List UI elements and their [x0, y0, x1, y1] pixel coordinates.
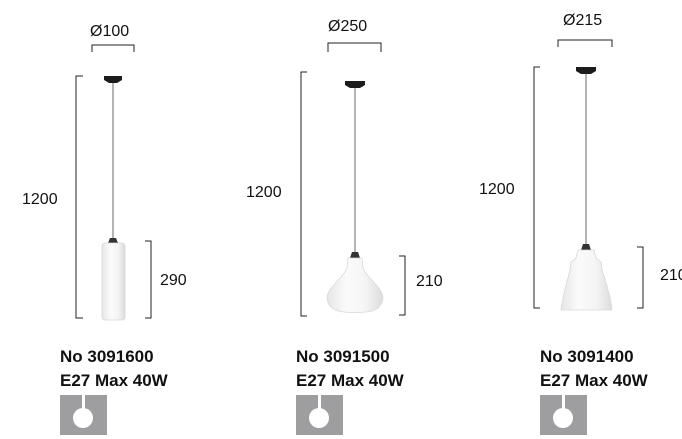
- shade-height-bracket: [145, 240, 152, 319]
- diameter-label: Ø215: [563, 12, 603, 29]
- shade-height-bracket: [399, 255, 406, 316]
- diameter-label: Ø100: [90, 23, 130, 40]
- diameter-label: Ø250: [328, 18, 368, 35]
- shade-height-label: 210: [660, 267, 682, 284]
- product-2-drawing: [300, 42, 406, 317]
- socket: [581, 244, 591, 250]
- product-spec: E27 Max 40W: [60, 371, 168, 390]
- product-code: No 3091600: [60, 347, 154, 366]
- product-1-drawing: [75, 44, 152, 321]
- height-bracket: [300, 71, 307, 317]
- badge-dot: [73, 408, 93, 428]
- canopy: [345, 81, 365, 88]
- product-spec: E27 Max 40W: [296, 371, 404, 390]
- badge-stem: [562, 395, 565, 410]
- glass-shade: [101, 242, 126, 321]
- shade-height-bracket: [637, 246, 644, 309]
- diameter-bracket: [557, 39, 613, 47]
- badge-stem: [318, 395, 321, 410]
- height-label: 1200: [479, 181, 515, 198]
- product-code: No 3091500: [296, 347, 390, 366]
- diameter-bracket: [91, 44, 135, 52]
- socket: [108, 238, 118, 243]
- ceiling-mount-icon: [540, 395, 587, 435]
- shade-height-label: 210: [416, 273, 443, 290]
- height-bracket: [75, 75, 83, 319]
- badge-dot: [553, 408, 573, 428]
- canopy: [104, 76, 122, 83]
- ceiling-mount-icon: [296, 395, 343, 435]
- height-label: 1200: [22, 191, 58, 208]
- glass-shade: [560, 249, 613, 311]
- canopy: [576, 67, 596, 74]
- glass-shade: [326, 257, 384, 313]
- product-spec: E27 Max 40W: [540, 371, 648, 390]
- height-label: 1200: [246, 184, 282, 201]
- badge-stem: [82, 395, 85, 410]
- diameter-bracket: [327, 42, 382, 52]
- ceiling-mount-icon: [60, 395, 107, 435]
- height-bracket: [533, 66, 540, 309]
- product-3-drawing: [533, 39, 644, 311]
- badge-dot: [309, 408, 329, 428]
- product-code: No 3091400: [540, 347, 634, 366]
- shade-height-label: 290: [160, 272, 187, 289]
- socket: [350, 252, 360, 258]
